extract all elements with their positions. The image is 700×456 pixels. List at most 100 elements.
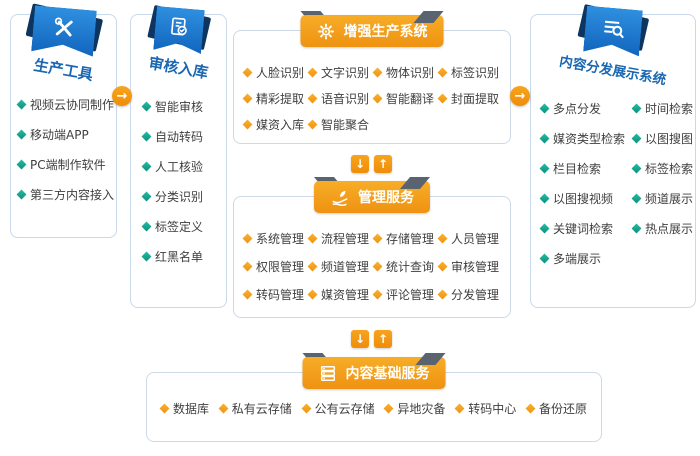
item-label: 媒资入库 (256, 117, 305, 132)
item-label: 私有云存储 (231, 401, 292, 416)
list-item: 转码管理 (242, 287, 309, 302)
item-label: 红黑名单 (155, 249, 204, 264)
bullet-icon (437, 289, 448, 299)
list-item: PC端制作软件 (16, 157, 114, 172)
bullet-icon (631, 223, 642, 233)
list-item: 关键词检索 (539, 221, 633, 236)
item-label: 多端展示 (553, 251, 602, 266)
up-arrow-button: ↑ (374, 155, 392, 173)
bullet-icon (539, 223, 550, 233)
item-label: 时间检索 (644, 101, 693, 116)
down-arrow-button: ↓ (351, 155, 369, 173)
item-grid: 人脸识别 文字识别 物体识别 标签识别 精彩提取 语音识别 智能翻译 封面提取 … (242, 65, 504, 132)
item-label: 语音识别 (321, 91, 370, 106)
item-label: 以图搜图 (644, 131, 693, 146)
item-label: 关键词检索 (553, 221, 614, 236)
list-item: 智能翻译 (372, 91, 439, 106)
list-item: 备份还原 (525, 401, 587, 416)
bullet-icon (307, 261, 318, 271)
down-arrow-icon: ↓ (354, 157, 366, 171)
item-label: 人工核验 (155, 159, 204, 174)
bullet-icon (307, 93, 318, 103)
down-arrow-icon: ↓ (354, 332, 366, 346)
bullet-icon (631, 133, 642, 143)
gear-icon (318, 23, 334, 39)
list-item: 存储管理 (372, 231, 439, 246)
up-arrow-icon: ↑ (377, 332, 389, 346)
list-item: 标签识别 (437, 65, 504, 80)
bullet-icon (372, 67, 383, 77)
list-item: 人员管理 (437, 231, 504, 246)
up-arrow-button: ↑ (374, 330, 392, 348)
panel-distribution-display: 内容分发展示系统 多点分发 媒资类型检索 栏目检索 以图搜视频 关键词检索 多端… (530, 14, 696, 308)
list-item: 审核管理 (437, 259, 504, 274)
bullet-icon (141, 161, 152, 171)
panel-enhanced-production: 增强生产系统 人脸识别 文字识别 物体识别 标签识别 精彩提取 语音识别 智能翻… (233, 15, 511, 144)
list-item: 物体识别 (372, 65, 439, 80)
item-label: 审核管理 (451, 259, 500, 274)
item-label: 多点分发 (553, 101, 602, 116)
item-label: 频道展示 (644, 191, 693, 206)
bullet-icon (307, 233, 318, 243)
bullet-icon (141, 101, 152, 111)
item-label: 智能翻译 (386, 91, 435, 106)
item-columns: 多点分发 媒资类型检索 栏目检索 以图搜视频 关键词检索 多端展示 时间检索 以… (539, 101, 693, 281)
item-label: 栏目检索 (553, 161, 602, 176)
list-item: 热点展示 (631, 221, 693, 236)
tools-icon (50, 14, 78, 42)
right-arrow-icon: → (116, 88, 128, 104)
item-label: 智能聚合 (321, 117, 370, 132)
item-label: 自动转码 (155, 129, 204, 144)
bullet-icon (539, 163, 550, 173)
list-item: 精彩提取 (242, 91, 309, 106)
connector-enhanced-management: ↓ ↑ (351, 155, 392, 173)
item-grid: 系统管理 流程管理 存储管理 人员管理 权限管理 频道管理 统计查询 审核管理 … (242, 231, 504, 302)
item-column-right: 时间检索 以图搜图 标签检索 频道展示 热点展示 (631, 101, 693, 281)
item-label: 封面提取 (451, 91, 500, 106)
bullet-icon (141, 221, 152, 231)
bullet-icon (525, 403, 536, 413)
list-item: 转码中心 (454, 401, 517, 416)
ribbon-review-storage (153, 6, 205, 54)
bullet-icon (307, 289, 318, 299)
item-label: 标签检索 (644, 161, 693, 176)
item-label: 流程管理 (321, 231, 370, 246)
bullet-icon (454, 403, 465, 413)
banner-face: 管理服务 (314, 181, 430, 213)
banner-enhanced-production: 增强生产系统 (300, 15, 444, 47)
bullet-icon (372, 289, 383, 299)
item-label: 精彩提取 (256, 91, 305, 106)
right-arrow-icon: → (514, 88, 526, 104)
bullet-icon (141, 131, 152, 141)
list-item: 权限管理 (242, 259, 309, 274)
ribbon-face (153, 6, 205, 54)
bullet-icon (539, 133, 550, 143)
bullet-icon (16, 129, 27, 139)
item-label: 第三方内容接入 (30, 187, 115, 202)
bullet-icon (16, 159, 27, 169)
panel-title: 生产工具 (32, 55, 95, 85)
banner-title: 管理服务 (358, 190, 414, 206)
list-item: 文字识别 (307, 65, 374, 80)
banner-face: 内容基础服务 (302, 357, 446, 389)
bullet-icon (242, 119, 253, 129)
bullet-icon (539, 193, 550, 203)
list-item: 频道展示 (631, 191, 693, 206)
bullet-icon (16, 99, 27, 109)
item-label: 存储管理 (386, 231, 435, 246)
item-label: 转码中心 (468, 401, 517, 416)
item-label: 公有云存储 (314, 401, 375, 416)
list-item: 栏目检索 (539, 161, 633, 176)
list-item: 评论管理 (372, 287, 439, 302)
list-item: 智能聚合 (307, 117, 374, 132)
list-item: 时间检索 (631, 101, 693, 116)
list-item: 媒资入库 (242, 117, 309, 132)
list-item: 以图搜视频 (539, 191, 633, 206)
list-item: 人工核验 (141, 159, 224, 174)
item-label: 标签识别 (451, 65, 500, 80)
bullet-icon (301, 403, 312, 413)
bullet-icon (437, 261, 448, 271)
bullet-icon (539, 253, 550, 263)
down-arrow-button: ↓ (351, 330, 369, 348)
list-item: 语音识别 (307, 91, 374, 106)
